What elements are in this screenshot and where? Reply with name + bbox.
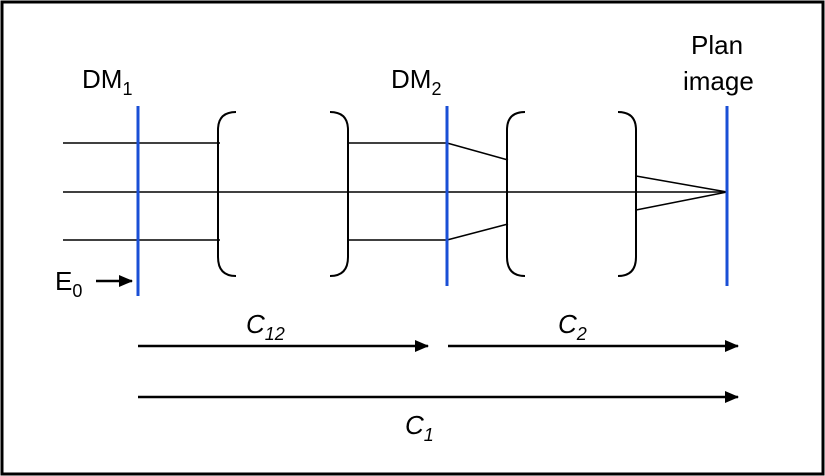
- optical-element-1: [217, 111, 349, 277]
- incoming-rays: [63, 142, 220, 241]
- middle-rays: [348, 142, 447, 241]
- e0-label: E0: [55, 266, 82, 301]
- c12-label: C12: [246, 309, 285, 344]
- c1-label: C1: [405, 410, 434, 445]
- dm1-label: DM1: [82, 64, 132, 99]
- plan-image-label-line1: Plan: [691, 30, 743, 60]
- c2-label: C2: [558, 309, 587, 344]
- converging-rays: [446, 142, 728, 241]
- dm2-label: DM2: [391, 64, 441, 99]
- optical-element-2: [506, 111, 637, 277]
- plan-image-label-line2: image: [683, 66, 754, 96]
